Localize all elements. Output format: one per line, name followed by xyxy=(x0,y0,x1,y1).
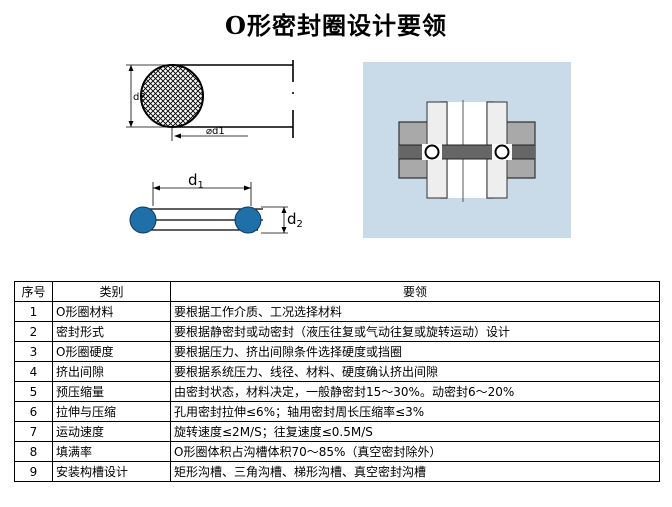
row-no: 1 xyxy=(14,301,53,322)
table-row: 5 预压缩量 由密封状态，材料决定，一般静密封15～30%。动密封6～20% xyxy=(14,381,660,402)
svg-text:d2: d2 xyxy=(287,210,303,230)
d2-dimension-label: d2 xyxy=(133,92,146,103)
row-point: 要根据工作介质、工况选择材料 xyxy=(170,301,660,322)
row-no: 6 xyxy=(14,401,53,422)
table-header-row: 序号 类别 要领 xyxy=(14,281,660,302)
table-row: 9 安装构槽设计 矩形沟槽、三角沟槽、梯形沟槽、真空密封沟槽 xyxy=(14,461,660,482)
table-row: 3 O形圈硬度 要根据压力、挤出间隙条件选择硬度或挡圈 xyxy=(14,341,660,362)
row-category: 运动速度 xyxy=(52,421,171,442)
row-point: 要根据系统压力、线径、材料、硬度确认挤出间隙 xyxy=(170,361,660,382)
page-title: O形密封圈设计要领 xyxy=(225,11,447,40)
table-row: 1 O形圈材料 要根据工作介质、工况选择材料 xyxy=(14,301,660,322)
row-no: 8 xyxy=(14,441,53,462)
row-category: 预压缩量 xyxy=(52,381,171,402)
header-point: 要领 xyxy=(170,281,660,302)
d2-subscript: 2 xyxy=(297,219,303,230)
d1-subscript: 1 xyxy=(198,180,204,191)
installed-oring-left xyxy=(424,144,440,160)
row-category: 安装构槽设计 xyxy=(52,461,171,482)
oring-left-section xyxy=(129,206,157,234)
oring-right-section xyxy=(234,206,262,234)
row-point: 孔用密封拉伸≤6%；轴用密封周长压缩率≤3% xyxy=(170,401,660,422)
table-row: 4 挤出间隙 要根据系统压力、线径、材料、硬度确认挤出间隙 xyxy=(14,361,660,382)
installed-oring-right xyxy=(494,144,510,160)
oring-cross-section-figure: d2 ⌀d1 xyxy=(126,60,294,141)
d2-label: d xyxy=(287,210,297,228)
row-point: 由密封状态，材料决定，一般静密封15～30%。动密封6～20% xyxy=(170,381,660,402)
svg-text:d1: d1 xyxy=(188,171,204,191)
row-no: 9 xyxy=(14,461,53,482)
oring-side-view-figure: d1 d2 xyxy=(129,171,303,234)
row-point: 要根据压力、挤出间隙条件选择硬度或挡圈 xyxy=(170,341,660,362)
row-no: 7 xyxy=(14,421,53,442)
row-category: 挤出间隙 xyxy=(52,361,171,382)
row-no: 4 xyxy=(14,361,53,382)
design-points-table: 序号 类别 要领 1 O形圈材料 要根据工作介质、工况选择材料 2 密封形式 要… xyxy=(14,281,660,482)
row-category: 拉伸与压缩 xyxy=(52,401,171,422)
installed-oring-section-figure xyxy=(363,62,571,238)
row-point: 矩形沟槽、三角沟槽、梯形沟槽、真空密封沟槽 xyxy=(170,461,660,482)
table-row: 6 拉伸与压缩 孔用密封拉伸≤6%；轴用密封周长压缩率≤3% xyxy=(14,401,660,422)
d1-label: d xyxy=(188,171,198,189)
row-point: O形圈体积占沟槽体积70～85%（真空密封除外） xyxy=(170,441,660,462)
header-no: 序号 xyxy=(14,281,53,302)
table-row: 2 密封形式 要根据静密封或动密封（液压往复或气动往复或旋转运动）设计 xyxy=(14,321,660,342)
d1-dimension-label: ⌀d1 xyxy=(206,126,225,137)
row-no: 2 xyxy=(14,321,53,342)
row-category: 密封形式 xyxy=(52,321,171,342)
row-no: 5 xyxy=(14,381,53,402)
row-point: 旋转速度≤2M/S；往复速度≤0.5M/S xyxy=(170,421,660,442)
table-row: 7 运动速度 旋转速度≤2M/S；往复速度≤0.5M/S xyxy=(14,421,660,442)
header-category: 类别 xyxy=(52,281,171,302)
row-category: O形圈材料 xyxy=(52,301,171,322)
row-no: 3 xyxy=(14,341,53,362)
table-row: 8 填满率 O形圈体积占沟槽体积70～85%（真空密封除外） xyxy=(14,441,660,462)
row-category: O形圈硬度 xyxy=(52,341,171,362)
row-point: 要根据静密封或动密封（液压往复或气动往复或旋转运动）设计 xyxy=(170,321,660,342)
row-category: 填满率 xyxy=(52,441,171,462)
